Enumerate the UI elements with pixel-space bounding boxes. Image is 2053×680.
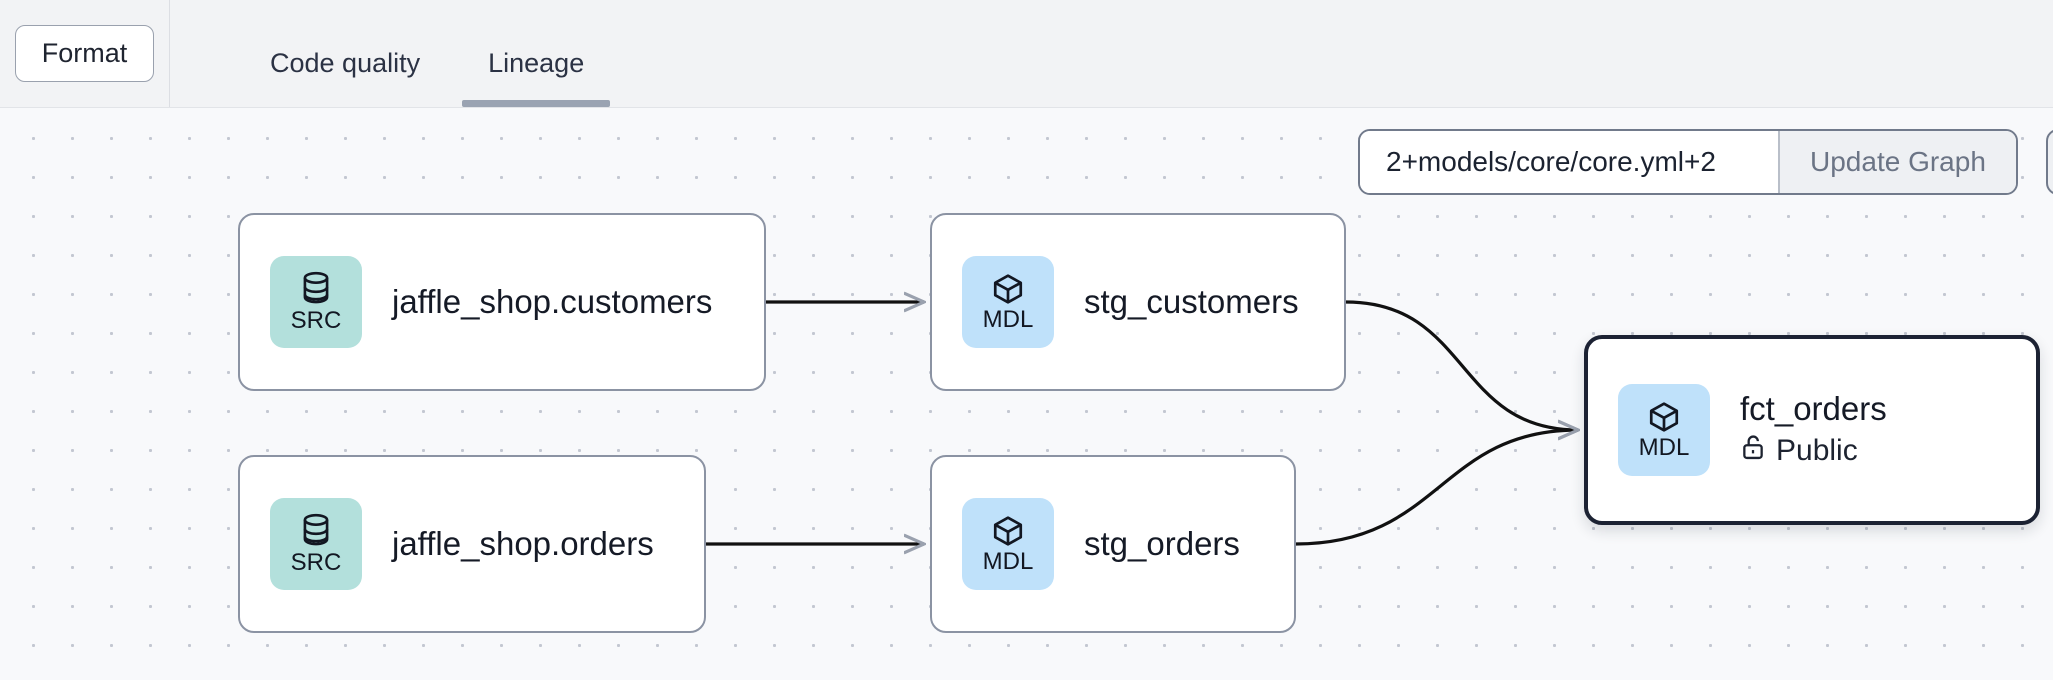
lineage-node-fct-orders[interactable]: MDL fct_orders Public <box>1584 335 2040 525</box>
badge-label: SRC <box>290 549 342 576</box>
node-access-row: Public <box>1740 433 1887 468</box>
update-graph-button[interactable]: Update Graph <box>1778 131 2016 193</box>
badge-label: MDL <box>982 306 1034 333</box>
node-title: stg_customers <box>1084 282 1299 320</box>
badge-label: MDL <box>982 548 1034 575</box>
node-body: jaffle_shop.customers <box>392 282 713 320</box>
lineage-node-src-customers[interactable]: SRC jaffle_shop.customers <box>238 213 766 391</box>
badge-mdl: MDL <box>962 498 1054 590</box>
badge-src: SRC <box>270 256 362 348</box>
node-body: stg_customers <box>1084 282 1299 320</box>
database-icon <box>299 271 333 307</box>
badge-mdl: MDL <box>1618 384 1710 476</box>
lineage-node-stg-customers[interactable]: MDL stg_customers <box>930 213 1346 391</box>
node-body: jaffle_shop.orders <box>392 524 654 562</box>
badge-src: SRC <box>270 498 362 590</box>
cube-icon <box>991 272 1025 306</box>
lineage-node-stg-orders[interactable]: MDL stg_orders <box>930 455 1296 633</box>
editor-toolbar: Format Code quality Lineage <box>0 0 2053 108</box>
unlock-icon <box>1740 433 1766 468</box>
graph-options-button[interactable] <box>2045 129 2053 195</box>
edge-stg-orders-to-fct-orders <box>1295 430 1578 546</box>
graph-selector-input[interactable] <box>1360 131 1778 193</box>
node-title: jaffle_shop.orders <box>392 524 654 562</box>
node-title: stg_orders <box>1084 524 1240 562</box>
node-body: fct_orders Public <box>1740 392 1887 467</box>
node-body: stg_orders <box>1084 524 1240 562</box>
graph-selector-group: Update Graph <box>1358 129 2018 195</box>
badge-mdl: MDL <box>962 256 1054 348</box>
database-icon <box>299 513 333 549</box>
tab-code-quality[interactable]: Code quality <box>270 48 421 78</box>
node-title: fct_orders <box>1740 390 1887 428</box>
badge-label: MDL <box>1638 434 1690 461</box>
node-title: jaffle_shop.customers <box>392 282 713 320</box>
tab-lineage[interactable]: Lineage <box>454 0 618 107</box>
toolbar-left-group: Format <box>0 0 170 107</box>
format-button[interactable]: Format <box>14 25 155 82</box>
cube-icon <box>991 514 1025 548</box>
lineage-canvas[interactable]: SRC jaffle_shop.customers SRC <box>0 108 2053 680</box>
badge-label: SRC <box>290 307 342 334</box>
graph-controls: Update Graph <box>1358 129 2053 195</box>
lineage-node-src-orders[interactable]: SRC jaffle_shop.orders <box>238 455 706 633</box>
tab-bar: Code quality Lineage <box>170 0 618 107</box>
edge-stg-customers-to-fct-orders <box>1345 300 1578 430</box>
cube-icon <box>1647 400 1681 434</box>
node-access-label: Public <box>1776 433 1858 467</box>
